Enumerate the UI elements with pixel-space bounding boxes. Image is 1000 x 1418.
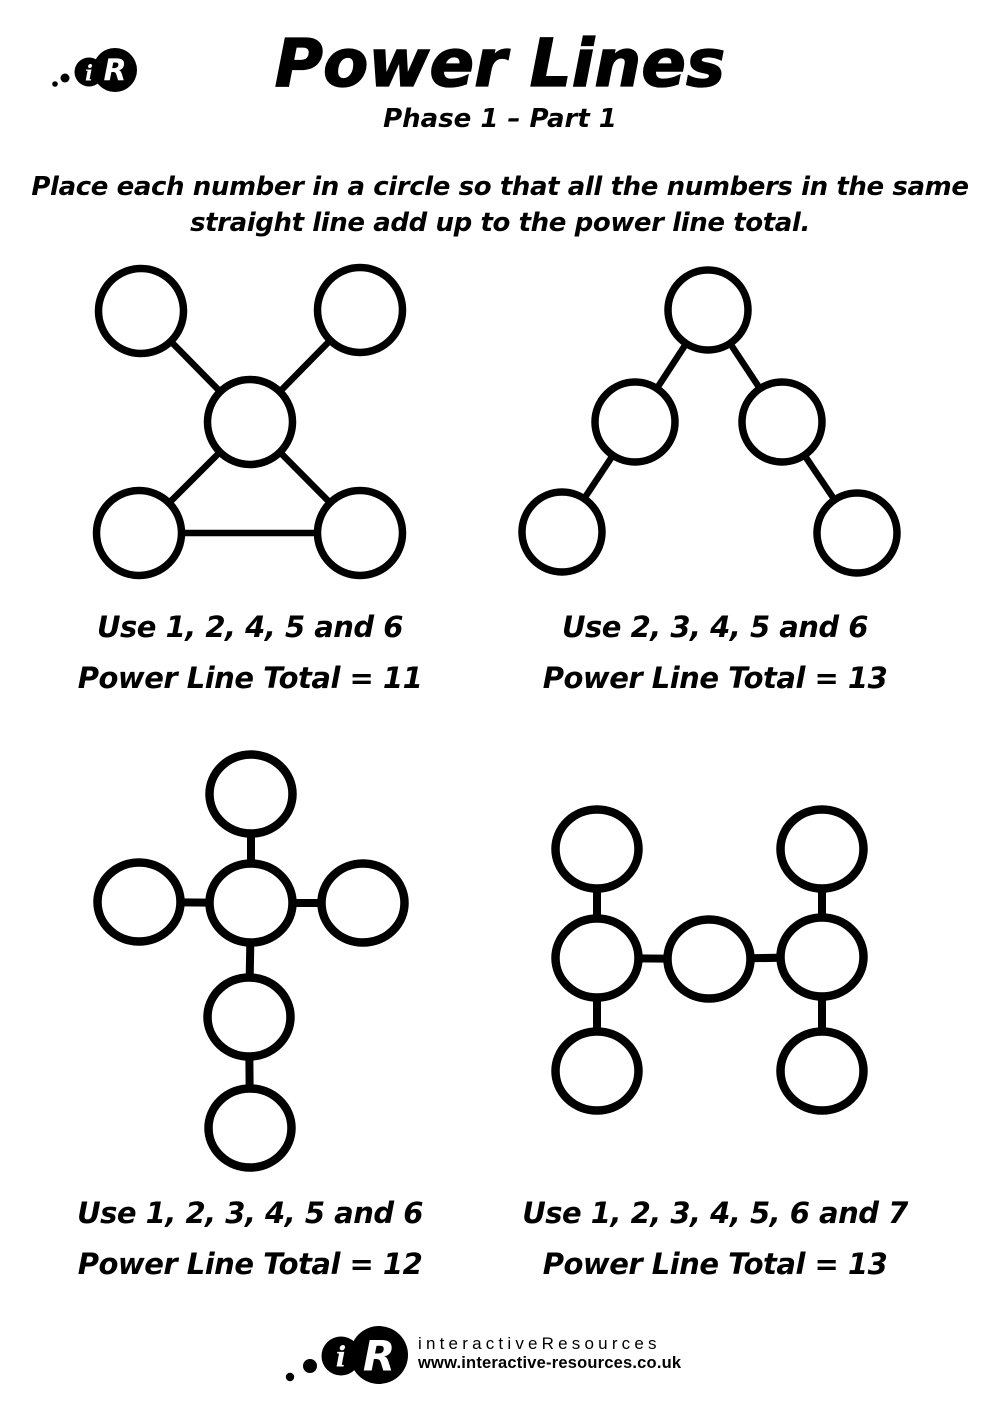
logo-letter-r: R xyxy=(103,54,126,89)
logo-r-circle xyxy=(93,48,137,92)
logo-letter-i: i xyxy=(336,1341,347,1374)
page-title: Power Lines xyxy=(274,25,726,102)
puzzle-4-use-label: Use 1, 2, 3, 4, 5, 6 and 7 xyxy=(522,1196,908,1230)
instructions: Place each number in a circle so that al… xyxy=(0,169,1000,241)
puzzle-3-answer-circle-5[interactable] xyxy=(203,973,295,1061)
puzzle-3-answer-circle-1[interactable] xyxy=(205,750,297,838)
logo-letter-r: R xyxy=(363,1332,395,1381)
puzzle-4-answer-circle-2[interactable] xyxy=(776,805,868,893)
puzzle-1-total-label: Power Line Total = 11 xyxy=(77,661,423,695)
ir-logo-bottom: i R xyxy=(285,1326,408,1384)
puzzle-3-answer-circle-6[interactable] xyxy=(204,1084,296,1172)
page-subtitle: Phase 1 – Part 1 xyxy=(383,104,617,134)
puzzle-1-answer-circle-5[interactable] xyxy=(313,486,407,580)
puzzle-4-answer-circle-7[interactable] xyxy=(776,1027,868,1115)
brand-name: interactiveResources xyxy=(418,1334,661,1353)
logo-dot-small xyxy=(52,81,58,87)
puzzle-3-cross-shape xyxy=(93,750,409,1172)
puzzle-1-answer-circle-4[interactable] xyxy=(92,486,186,580)
puzzle-4-h-shape xyxy=(551,805,868,1115)
puzzle-4-total-label: Power Line Total = 13 xyxy=(542,1247,888,1281)
puzzle-4-answer-circle-6[interactable] xyxy=(551,1027,643,1115)
puzzle-3-answer-circle-3[interactable] xyxy=(205,859,297,947)
puzzle-1-x-shape xyxy=(92,263,407,580)
puzzle-2-use-label: Use 2, 3, 4, 5 and 6 xyxy=(562,610,868,644)
puzzle-2-answer-circle-4[interactable] xyxy=(518,488,606,576)
puzzle-2-answer-circle-2[interactable] xyxy=(591,378,679,466)
puzzle-3-use-label: Use 1, 2, 3, 4, 5 and 6 xyxy=(77,1196,423,1230)
logo-dot-medium xyxy=(60,73,70,83)
logo-r-circle xyxy=(350,1326,408,1384)
brand-url: www.interactive-resources.co.uk xyxy=(418,1354,682,1372)
logo-dot-small xyxy=(285,1372,295,1382)
puzzle-1-answer-circle-3[interactable] xyxy=(203,375,297,469)
instructions-line-1: Place each number in a circle so that al… xyxy=(31,172,969,202)
puzzle-3-answer-circle-4[interactable] xyxy=(317,859,409,947)
logo-dot-medium xyxy=(303,1359,317,1373)
puzzle-2-answer-circle-3[interactable] xyxy=(738,378,826,466)
ir-logo-top: i R xyxy=(52,48,137,92)
logo-letter-i: i xyxy=(85,61,93,86)
puzzle-2-answer-circle-5[interactable] xyxy=(813,489,901,577)
puzzle-4-answer-circle-1[interactable] xyxy=(551,805,643,893)
puzzle-3-answer-circle-2[interactable] xyxy=(93,858,185,946)
puzzle-4-answer-circle-5[interactable] xyxy=(776,913,868,1001)
puzzle-3-total-label: Power Line Total = 12 xyxy=(77,1247,423,1281)
puzzle-4-answer-circle-3[interactable] xyxy=(551,914,643,1002)
puzzle-1-answer-circle-2[interactable] xyxy=(313,263,407,357)
puzzle-2-total-label: Power Line Total = 13 xyxy=(542,661,888,695)
instructions-line-2: straight line add up to the power line t… xyxy=(190,208,810,238)
puzzle-2-a-shape xyxy=(518,266,901,577)
puzzle-1-use-label: Use 1, 2, 4, 5 and 6 xyxy=(97,610,403,644)
puzzle-4-answer-circle-4[interactable] xyxy=(663,915,755,1003)
puzzle-1-answer-circle-1[interactable] xyxy=(94,264,188,358)
puzzle-2-answer-circle-1[interactable] xyxy=(664,266,752,354)
logo-i-circle xyxy=(321,1336,361,1376)
